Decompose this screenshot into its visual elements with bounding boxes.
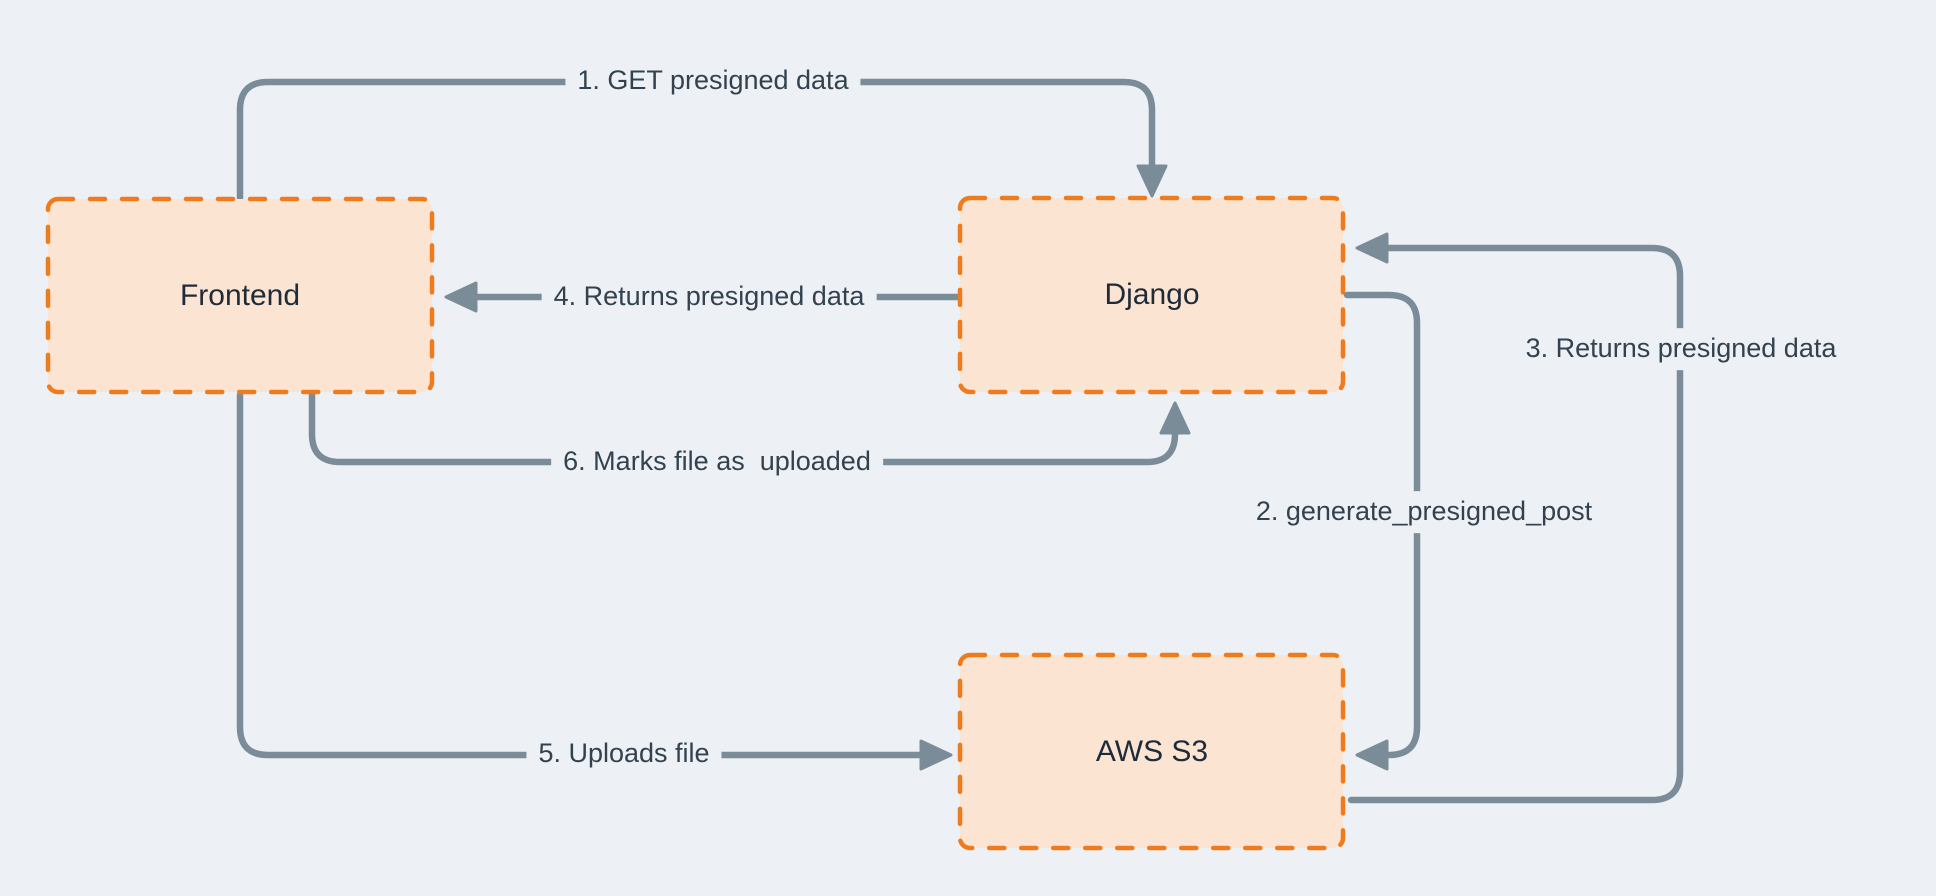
node-label-frontend: Frontend bbox=[179, 279, 301, 312]
node-label-aws-s3: AWS S3 bbox=[1095, 735, 1209, 768]
node-aws-s3-box bbox=[957, 652, 1346, 851]
node-frontend-box bbox=[45, 196, 435, 395]
edge-4-arrowhead-left bbox=[444, 281, 478, 313]
edge-5-arrowhead-right bbox=[919, 739, 953, 771]
edge-5-uploads-file-path bbox=[236, 391, 926, 759]
edge-1-arrowhead-down bbox=[1136, 164, 1168, 198]
edge-label-3-returns-presigned-data: 3. Returns presigned data bbox=[1513, 328, 1849, 370]
node-label-django: Django bbox=[1104, 278, 1200, 311]
edge-label-2-generate-presigned-post: 2. generate_presigned_post bbox=[1243, 491, 1605, 533]
edge-label-6-marks-file-as-uploaded: 6. Marks file as uploaded bbox=[551, 441, 883, 483]
edge-6-arrowhead-up bbox=[1159, 401, 1191, 435]
edge-label-1-get-presigned-data: 1. GET presigned data bbox=[565, 60, 861, 102]
edge-3-arrowhead-left bbox=[1355, 232, 1389, 264]
node-django-box bbox=[957, 195, 1346, 395]
edge-2-arrowhead-left bbox=[1355, 739, 1389, 771]
edge-3-returns-presigned-path bbox=[1347, 244, 1684, 804]
edge-label-5-uploads-file: 5. Uploads file bbox=[526, 733, 722, 775]
edge-label-4-returns-presigned-data: 4. Returns presigned data bbox=[541, 276, 877, 318]
